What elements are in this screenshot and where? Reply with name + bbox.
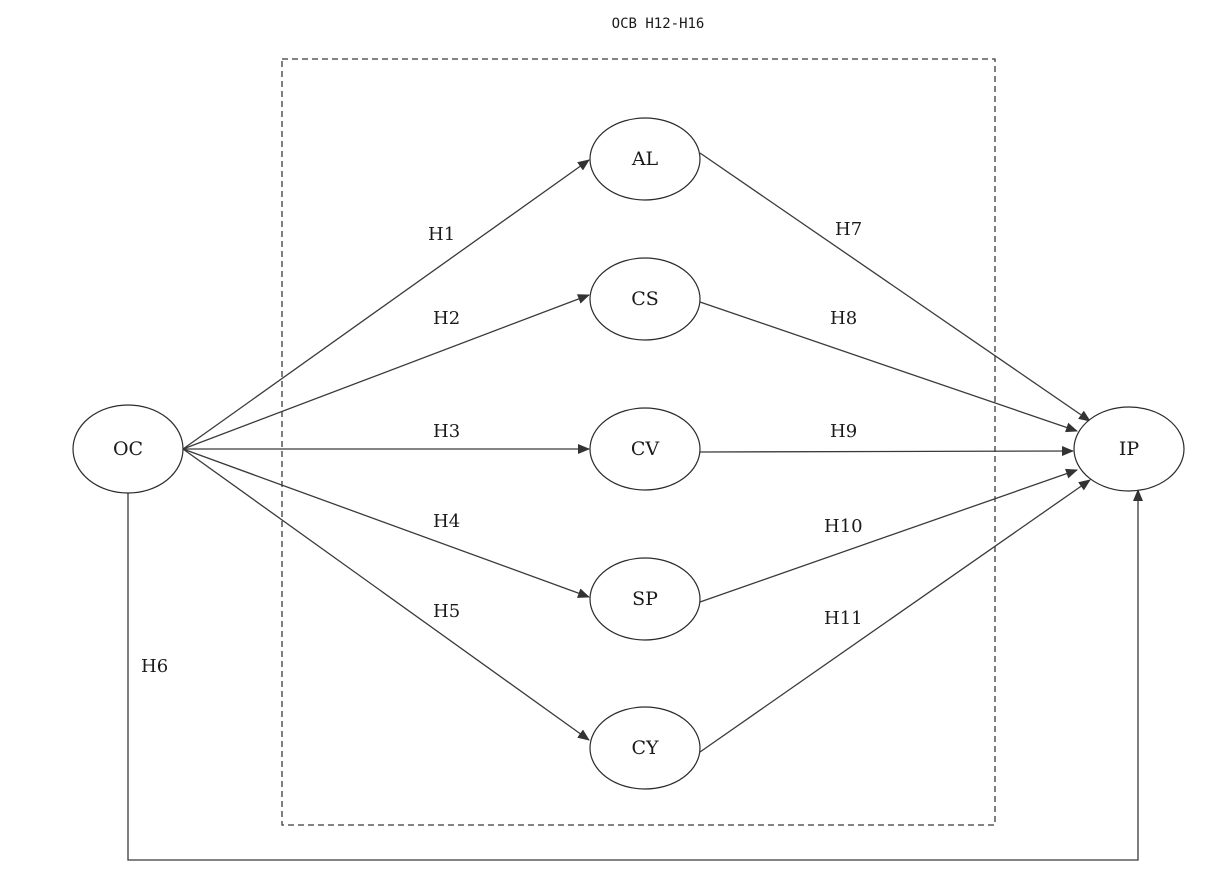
edge-label-h2: H2 [433,308,460,329]
node-oc: OC [72,404,184,494]
node-label-cv: CV [631,438,660,460]
edge-h10 [699,468,1078,603]
edge-label-h7: H7 [835,219,862,240]
node-label-oc: OC [113,438,143,460]
edge-label-h11: H11 [824,608,863,629]
node-ip: IP [1073,406,1185,492]
edge-label-h4: H4 [433,511,460,532]
node-cv: CV [589,407,701,491]
node-label-cs: CS [631,288,659,310]
edge-h6 [127,489,1143,861]
edge-h5 [182,448,590,741]
edge-h4 [182,448,590,598]
node-cs: CS [589,257,701,341]
edge-label-h6: H6 [141,656,168,677]
node-label-sp: SP [632,588,658,610]
group-title: OCB H12-H16 [612,16,705,32]
edge-h9 [699,446,1074,457]
edge-h2 [182,294,590,450]
edge-h11 [699,479,1091,753]
mediator-group-box [281,58,996,826]
node-label-ip: IP [1119,438,1140,460]
node-sp: SP [589,557,701,641]
edge-label-h8: H8 [830,308,857,329]
edge-label-h9: H9 [830,421,857,442]
node-label-al: AL [631,148,659,170]
edge-h7 [699,152,1091,422]
node-label-cy: CY [631,737,659,759]
node-al: AL [589,117,701,201]
edge-h1 [182,159,590,450]
node-cy: CY [589,706,701,790]
edge-label-h1: H1 [428,224,455,245]
edge-label-h10: H10 [824,516,863,537]
edge-h8 [699,301,1078,433]
edge-label-h3: H3 [433,421,460,442]
edge-label-h5: H5 [433,601,460,622]
